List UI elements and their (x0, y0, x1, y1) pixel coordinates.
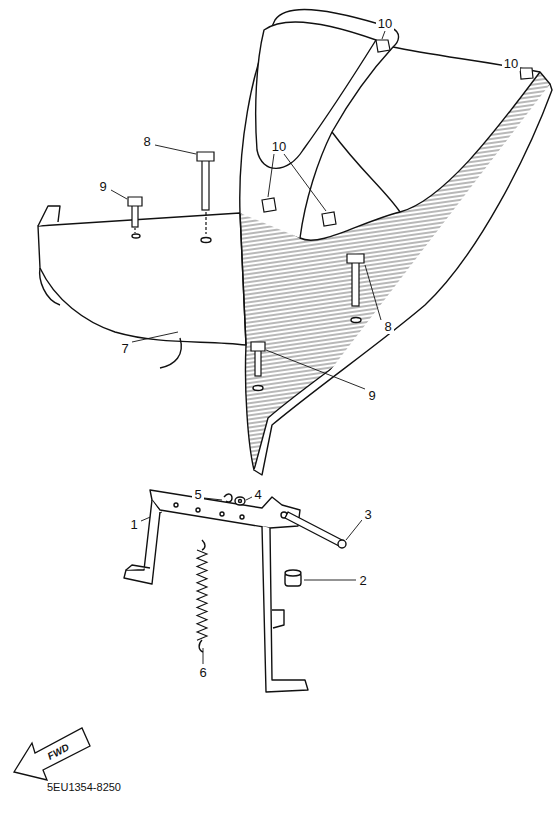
leader-line (111, 190, 127, 199)
leader-line (132, 332, 178, 342)
leader-line (382, 31, 385, 39)
bolt-head (251, 342, 265, 351)
bolt-head (347, 254, 364, 263)
bolts (128, 152, 364, 376)
leader-line (266, 350, 365, 389)
bolt-shank (202, 160, 209, 210)
panel-arm-edge (332, 47, 540, 212)
stand-bracket (150, 490, 300, 528)
part-code: 5EU1354-8250 (45, 781, 123, 794)
pivot-shaft (285, 512, 342, 546)
leader-line (203, 648, 204, 664)
spring-coil (197, 550, 207, 640)
callout-number: 8 (141, 134, 152, 149)
circlip (224, 494, 232, 502)
callout-number: 8 (382, 319, 393, 334)
leader-line (346, 520, 362, 540)
bracket-hole (220, 512, 224, 516)
callout-number: 6 (197, 665, 208, 680)
shaft-head (338, 540, 346, 548)
bolt-head (197, 152, 214, 161)
callout-number: 10 (270, 139, 288, 154)
rubber-stopper-top (285, 570, 301, 576)
bolt-shank (255, 350, 261, 376)
clip-nut (520, 68, 533, 79)
direction-arrow (14, 728, 90, 780)
callout-number: 10 (502, 56, 520, 71)
stand-leg (124, 500, 160, 584)
callout-number: 4 (252, 487, 263, 502)
leader-line (246, 497, 252, 500)
panel-loop-hole (256, 22, 376, 168)
clips (262, 40, 533, 226)
bracket-hole (196, 508, 200, 512)
bolt-shank (132, 205, 138, 227)
bracket-hole (174, 503, 178, 507)
panel-edge (40, 268, 182, 368)
leader-line (268, 154, 274, 197)
bolt-head (128, 197, 142, 206)
bolt-shank (352, 262, 359, 306)
leader-lines (111, 31, 520, 664)
bolt-hole (351, 318, 361, 323)
bolt-hole (253, 386, 263, 391)
clip-nut (322, 212, 336, 226)
stand-foot (126, 565, 150, 570)
leader-line (365, 265, 381, 320)
bracket-hole (240, 515, 244, 519)
clip-nut (376, 40, 390, 52)
callout-number: 2 (357, 573, 368, 588)
center-line (205, 212, 206, 234)
washer (235, 497, 245, 505)
leader-line (304, 580, 356, 581)
center-stand (124, 490, 346, 692)
callout-number: 9 (366, 388, 377, 403)
callout-number: 5 (192, 487, 203, 502)
panel-skirt (38, 213, 246, 345)
direction-marker: FWD (45, 742, 72, 762)
stand-leg (262, 526, 308, 692)
clip-nut (262, 198, 276, 212)
callout-number: 9 (97, 179, 108, 194)
bolt-hole (201, 238, 211, 243)
stand-lug (272, 610, 284, 628)
panel-loop (240, 10, 399, 238)
floor-panel (38, 10, 552, 475)
callout-number: 3 (362, 507, 373, 522)
bolt-hole (132, 234, 140, 238)
leader-line (284, 154, 326, 211)
callout-number: 10 (376, 16, 394, 31)
return-spring (197, 550, 207, 640)
panel-flange (38, 206, 60, 226)
center-line (134, 228, 135, 233)
callout-number: 1 (128, 517, 139, 532)
washer-hole (239, 500, 242, 503)
callout-number: 7 (119, 341, 130, 356)
leader-line (155, 145, 196, 154)
